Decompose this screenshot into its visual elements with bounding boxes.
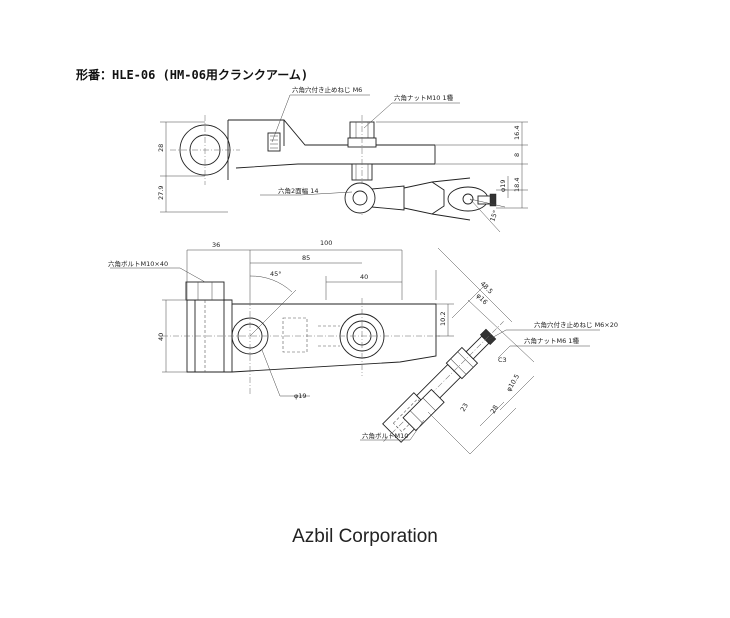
main-angled-link (382, 321, 504, 443)
dim-85: 85 (302, 254, 310, 262)
top-rod-end (344, 177, 497, 221)
label-hex-bolt-m10x40: 六角ボルトM10×40 (108, 259, 168, 268)
main-arm-body (231, 303, 437, 373)
label-set-screw-m6: 六角穴付き止めねじ M6 (292, 85, 362, 94)
dim-8: 8 (513, 153, 521, 157)
dim-angle-15: 15° (488, 209, 499, 223)
dim-40-vertical: 40 (157, 333, 165, 341)
dim-28-side: 28 (489, 404, 500, 415)
dim-10-2: 10.2 (439, 312, 447, 326)
label-hex-bolt-m10: 六角ボルトM10 (362, 431, 408, 440)
dim-angle-45: 45° (270, 270, 282, 278)
dim-28: 28 (157, 144, 165, 152)
dim-c3: C3 (498, 356, 507, 364)
top-set-screw (267, 132, 281, 152)
main-view (110, 247, 600, 455)
label-set-screw-m6x20: 六角穴付き止めねじ M6×20 (534, 320, 618, 329)
dim-18-4: 18.4 (513, 178, 521, 192)
dim-40-horizontal: 40 (360, 273, 368, 281)
drawing-title: 形番：HLE-06 (HM-06用クランクアーム) (76, 68, 309, 82)
top-view (160, 94, 528, 233)
dim-16-4: 16.4 (513, 126, 521, 140)
top-arm-body (228, 119, 436, 169)
label-hex-width-14: 六角2面幅 14 (278, 186, 318, 195)
dim-27-9: 27.9 (157, 186, 165, 200)
dim-phi16: φ16 (475, 292, 490, 307)
dim-phi19-top: φ19 (499, 179, 507, 192)
label-hex-nut-m6: 六角ナットM6 1種 (524, 336, 579, 345)
dim-36: 36 (212, 241, 220, 249)
dim-100: 100 (320, 239, 332, 247)
label-hex-nut-m10: 六角ナットM10 1種 (394, 93, 454, 102)
dim-23: 23 (459, 402, 470, 413)
company-name: Azbil Corporation (292, 526, 438, 547)
dim-phi19: φ19 (294, 392, 307, 400)
main-bottom-bolt (402, 388, 445, 432)
main-clamp-bolt (185, 281, 225, 372)
dim-phi10-5: φ10.5 (505, 373, 521, 393)
